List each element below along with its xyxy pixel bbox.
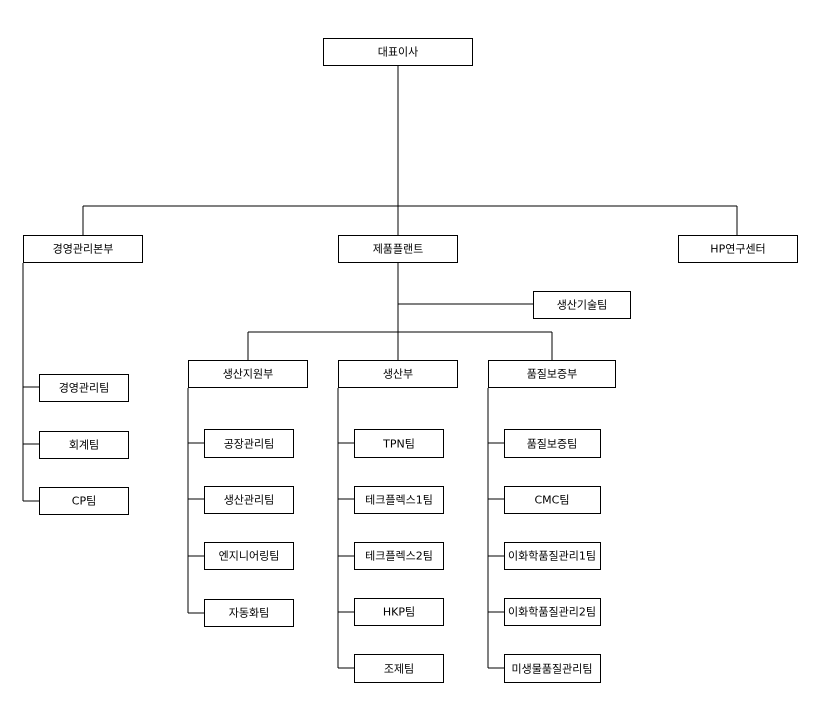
production-team-label: TPN팀	[382, 438, 415, 451]
ceo-label: 대표이사	[378, 46, 418, 59]
management-team-label: 경영관리팀	[59, 382, 110, 395]
support-team-label: 공장관리팀	[224, 438, 275, 451]
management-team-label: CP팀	[72, 495, 96, 508]
quality-team-box: CMC팀	[504, 486, 601, 514]
plant-staff-team-label: 생산기술팀	[557, 299, 608, 312]
management-division-box: 경영관리본부	[23, 235, 143, 263]
management-team-box: 경영관리팀	[39, 374, 129, 402]
management-division-label: 경영관리본부	[53, 243, 114, 256]
support-team-box: 자동화팀	[204, 599, 294, 627]
plant-staff-team-box: 생산기술팀	[533, 291, 631, 319]
quality-team-label: 이화학품질관리2팀	[508, 606, 596, 619]
production-department-label: 생산부	[383, 368, 413, 381]
quality-team-box: 미생물품질관리팀	[504, 654, 601, 683]
production-team-label: HKP팀	[383, 606, 415, 619]
quality-team-label: 품질보증팀	[527, 438, 578, 451]
production-team-box: 조제팀	[354, 654, 444, 683]
support-team-box: 공장관리팀	[204, 429, 294, 458]
quality-team-label: 이화학품질관리1팀	[508, 550, 596, 563]
support-team-label: 생산관리팀	[224, 494, 275, 507]
production-team-label: 테크플렉스2팀	[365, 550, 433, 563]
management-team-box: 회계팀	[39, 431, 129, 459]
production-team-box: 테크플렉스1팀	[354, 486, 444, 514]
support-department-label: 생산지원부	[223, 368, 274, 381]
production-department-box: 생산부	[338, 360, 458, 388]
quality-team-label: CMC팀	[535, 494, 570, 507]
plant-division-label: 제품플랜트	[373, 243, 424, 256]
plant-division-box: 제품플랜트	[338, 235, 458, 263]
support-team-box: 생산관리팀	[204, 486, 294, 514]
production-team-box: TPN팀	[354, 429, 444, 458]
connector-lines	[22, 66, 738, 669]
ceo-box: 대표이사	[323, 38, 473, 66]
support-team-label: 엔지니어링팀	[219, 550, 280, 563]
support-department-box: 생산지원부	[188, 360, 308, 388]
support-team-box: 엔지니어링팀	[204, 542, 294, 570]
quality-team-box: 품질보증팀	[504, 429, 601, 458]
support-team-label: 자동화팀	[229, 607, 269, 620]
quality-team-box: 이화학품질관리2팀	[504, 598, 601, 626]
production-team-label: 조제팀	[384, 663, 414, 676]
quality-department-label: 품질보증부	[527, 368, 578, 381]
production-team-box: HKP팀	[354, 598, 444, 626]
management-team-box: CP팀	[39, 487, 129, 515]
research-division-box: HP연구센터	[678, 235, 798, 263]
management-team-label: 회계팀	[69, 439, 99, 452]
production-team-box: 테크플렉스2팀	[354, 542, 444, 570]
quality-department-box: 품질보증부	[488, 360, 616, 388]
quality-team-label: 미생물품질관리팀	[512, 663, 593, 676]
quality-team-box: 이화학품질관리1팀	[504, 542, 601, 570]
research-division-label: HP연구센터	[710, 243, 765, 256]
production-team-label: 테크플렉스1팀	[365, 494, 433, 507]
